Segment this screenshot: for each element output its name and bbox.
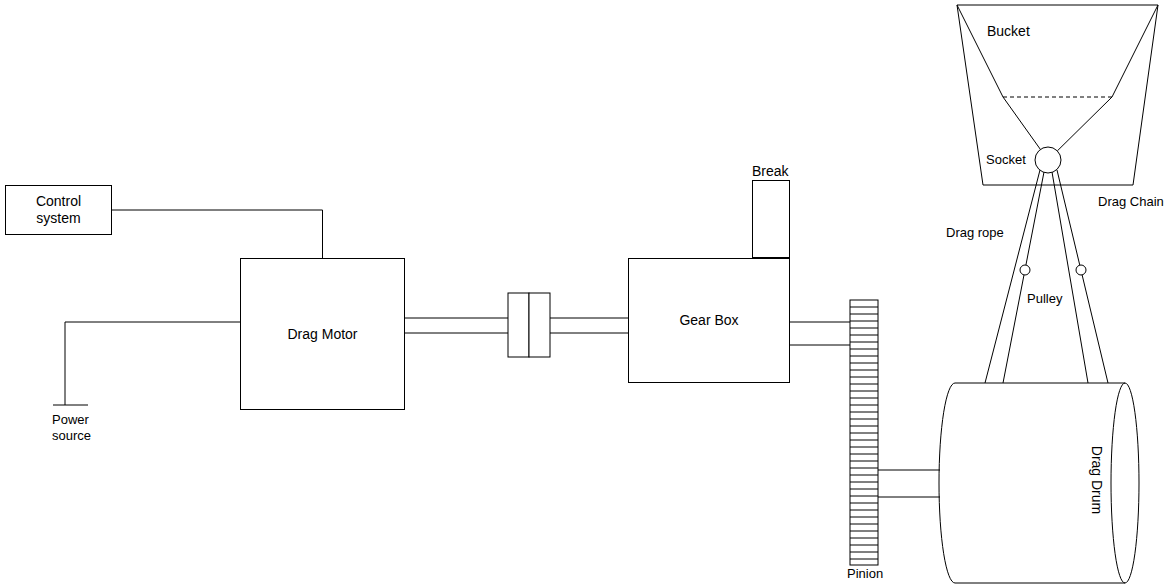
node-label: Break — [752, 163, 789, 180]
part-label: Drag Chain — [1098, 194, 1164, 210]
drum-end — [1111, 383, 1139, 583]
pulley-circle — [1020, 265, 1030, 275]
drum-outline — [935, 380, 1150, 585]
drum-shaft — [878, 470, 940, 497]
drum-cylinder: Drag Drum — [935, 380, 1150, 585]
motor-shaft — [405, 318, 508, 333]
part-label: Pulley — [1027, 291, 1062, 307]
node-label: Bucket — [987, 23, 1030, 40]
control-box: Control system — [5, 185, 112, 235]
part-label: Socket — [986, 152, 1026, 168]
gearbox-shaft — [550, 318, 628, 333]
gearbox-box: Gear Box — [628, 258, 790, 383]
power-wire — [65, 322, 240, 405]
bucket-edge — [957, 5, 1158, 97]
pinion-teeth — [850, 307, 878, 559]
bucket-outline — [957, 5, 1158, 185]
drag-chain — [1003, 97, 1112, 151]
pulley-circle — [1076, 265, 1086, 275]
brake-box: Break — [752, 180, 790, 258]
part-label: Pinion — [847, 566, 883, 582]
node-label: Drag Motor — [287, 326, 357, 343]
socket-circle — [1035, 147, 1061, 173]
motor-box: Drag Motor — [240, 258, 405, 410]
bucket-hidden-edge — [1003, 97, 1112, 98]
drum-body — [939, 383, 1125, 583]
drag-rope — [985, 170, 1108, 383]
node-label: Control system — [12, 193, 105, 227]
coupling-half — [508, 293, 529, 357]
ground-bar — [53, 405, 88, 406]
output-shaft — [790, 322, 850, 345]
pinion-gear — [850, 300, 878, 565]
part-label: Power source — [52, 412, 102, 443]
part-label: Drag rope — [946, 225, 1004, 241]
coupling-half — [529, 293, 550, 357]
node-label: Gear Box — [679, 312, 738, 329]
node-label: Drag Drum — [1089, 446, 1106, 514]
signal-wire — [112, 210, 323, 258]
